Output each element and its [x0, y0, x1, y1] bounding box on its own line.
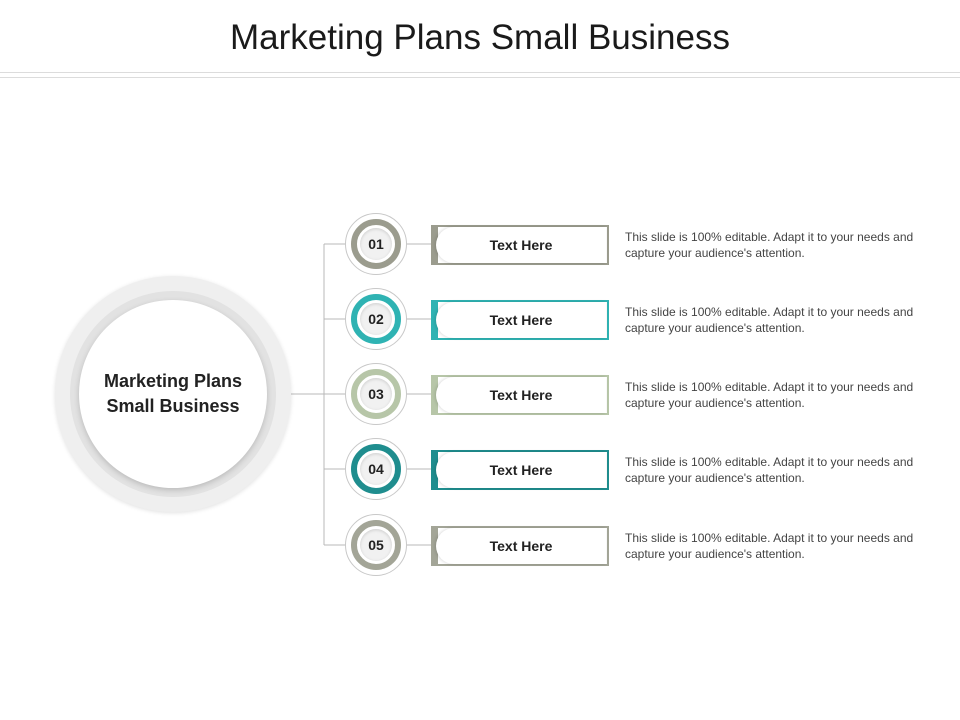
- hub-title-line2: Small Business: [106, 396, 240, 416]
- title-divider: [0, 72, 960, 73]
- step-label: Text Here: [436, 302, 606, 338]
- step-description: This slide is 100% editable. Adapt it to…: [625, 305, 914, 335]
- step-number: 04: [360, 453, 392, 485]
- hub-title-line1: Marketing Plans: [103, 371, 243, 391]
- number-badge-ring: [351, 520, 401, 570]
- step-01: 01 Text Here This slide is 100% editable…: [0, 213, 960, 277]
- step-03: 03 Text Here This slide is 100% editable…: [0, 363, 960, 427]
- step-description: This slide is 100% editable. Adapt it to…: [625, 380, 914, 410]
- title-divider-secondary: [0, 77, 960, 78]
- number-badge-ring: [351, 369, 401, 419]
- step-02: 02 Text Here This slide is 100% editable…: [0, 288, 960, 352]
- step-description: This slide is 100% editable. Adapt it to…: [625, 531, 914, 561]
- number-badge-ring: [351, 219, 401, 269]
- number-badge-ring: [351, 444, 401, 494]
- step-number: 02: [360, 303, 392, 335]
- step-number: 05: [360, 529, 392, 561]
- step-05: 05 Text Here This slide is 100% editable…: [0, 514, 960, 578]
- step-number: 01: [360, 228, 392, 260]
- step-label: Text Here: [436, 528, 606, 564]
- step-number: 03: [360, 378, 392, 410]
- step-label: Text Here: [436, 377, 606, 413]
- step-description: This slide is 100% editable. Adapt it to…: [625, 455, 914, 485]
- step-04: 04 Text Here This slide is 100% editable…: [0, 438, 960, 502]
- step-label: Text Here: [436, 452, 606, 488]
- hub-circle: Marketing Plans Small Business: [79, 300, 267, 488]
- slide-title: Marketing Plans Small Business: [230, 18, 730, 57]
- step-description: This slide is 100% editable. Adapt it to…: [625, 230, 914, 260]
- step-label: Text Here: [436, 227, 606, 263]
- number-badge-ring: [351, 294, 401, 344]
